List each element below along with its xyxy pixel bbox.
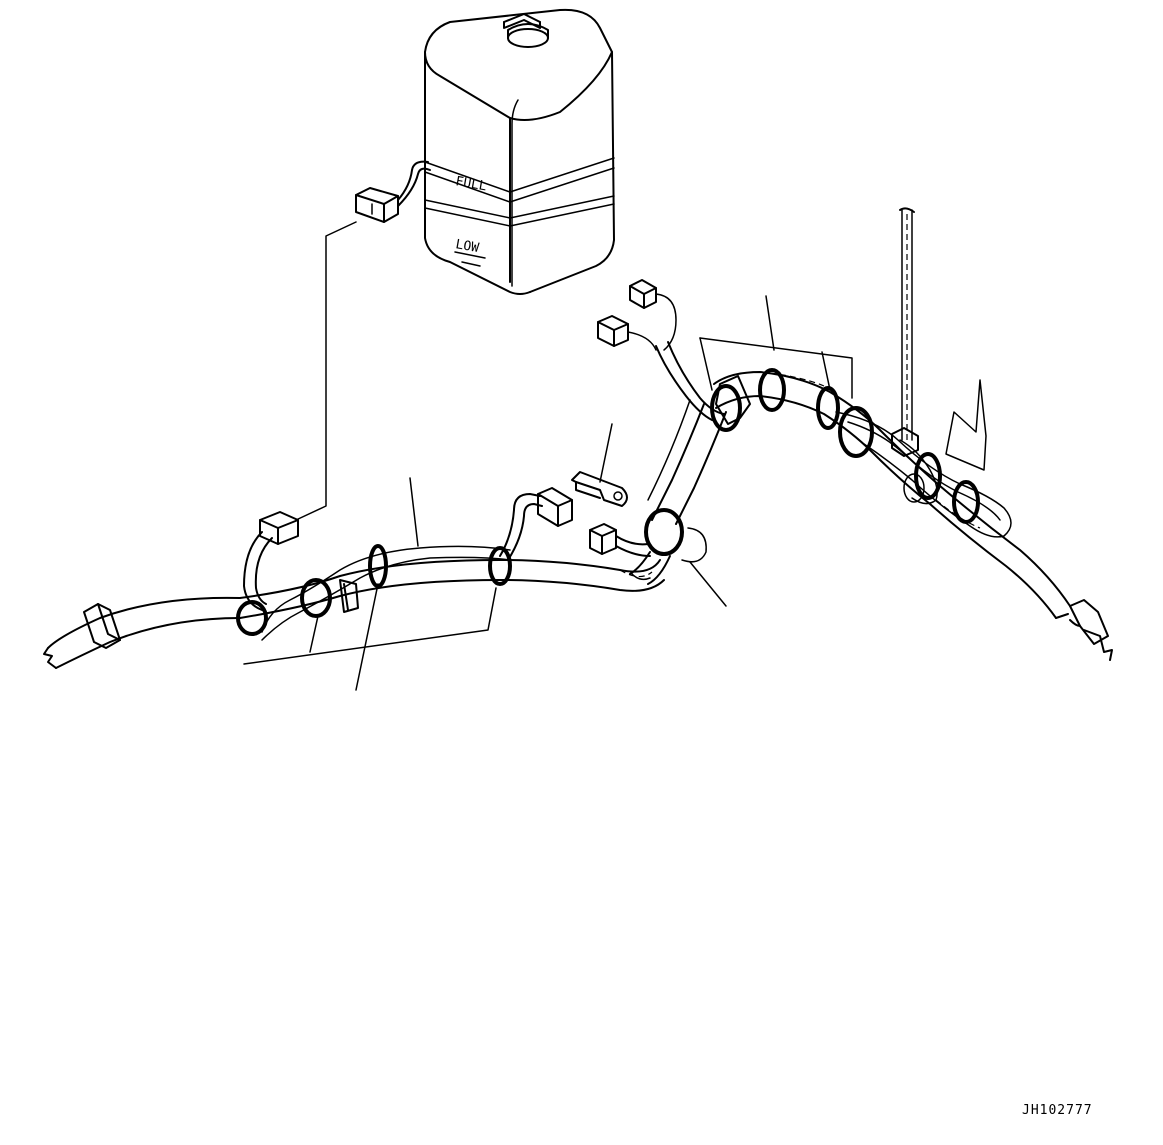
clamp (236, 600, 268, 636)
clamp (488, 546, 512, 586)
top-connector-2 (597, 315, 629, 347)
clamp (644, 508, 684, 556)
clamp (300, 578, 332, 618)
low-level-mark: LOW (454, 237, 480, 256)
vertical-pipe (891, 207, 919, 457)
clamp (952, 480, 980, 524)
tank-cap (503, 13, 549, 48)
right-harness (597, 207, 1113, 661)
bracket-connector (537, 487, 573, 527)
leader-lines-right (689, 295, 987, 607)
clamp (758, 368, 786, 412)
tank-pump-connector (355, 160, 431, 223)
left-harness (43, 471, 665, 669)
clamp (838, 406, 874, 458)
clamp (710, 384, 742, 432)
leader-lines-left (243, 423, 613, 691)
top-connector-1 (629, 279, 657, 309)
drawing-number: JH102777 (1022, 1103, 1093, 1118)
washer-tank: FULL LOW (424, 8, 615, 295)
middle-connector (589, 523, 651, 557)
harness-connector-left (259, 511, 299, 545)
connector-routing-line (295, 221, 357, 521)
clamp (368, 544, 388, 588)
mounting-bracket (571, 471, 628, 507)
clamp (914, 452, 942, 500)
clamp (816, 386, 840, 430)
full-level-mark: FULL (454, 174, 488, 194)
